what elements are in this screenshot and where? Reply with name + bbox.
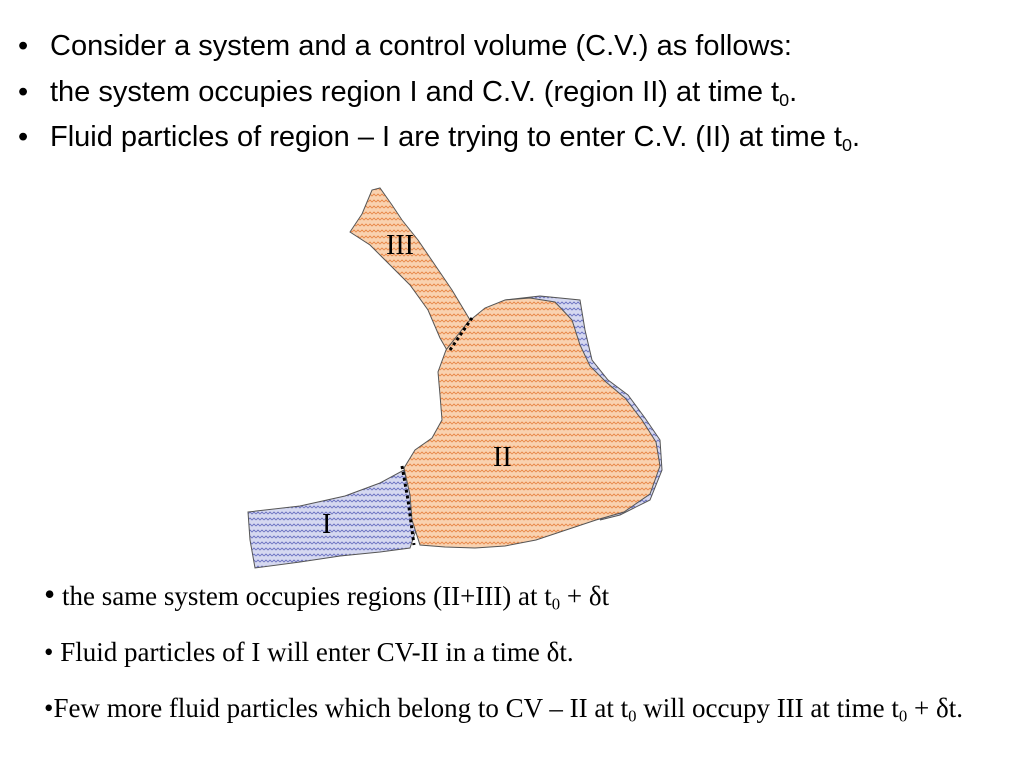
region-3-shape (349, 187, 476, 353)
bullet-marker: • (18, 30, 29, 62)
bullet-text: Fluid particles of I will enter CV-II in… (53, 637, 574, 667)
bullet-text-end: + δt (560, 581, 610, 611)
bullet-text-end: + δt. (907, 693, 963, 723)
region-2-shape (403, 297, 661, 549)
subscript: 0 (551, 594, 561, 614)
subscript: 0 (841, 135, 852, 156)
subscript: 0 (898, 706, 908, 726)
bullet-text: the same system occupies regions (II+III… (55, 581, 552, 611)
bullet-marker: • (44, 693, 54, 723)
top-bullet-list: • Consider a system and a control volume… (16, 26, 1006, 162)
subscript: 0 (628, 706, 637, 726)
bottom-bullet-2: • Fluid particles of I will enter CV-II … (44, 636, 1004, 668)
bullet-marker: • (44, 637, 54, 667)
bullet-text: Consider a system and a control volume (… (50, 30, 792, 62)
bullet-item: • Fluid particles of region – I are tryi… (16, 118, 1006, 156)
region-1-label: I (322, 509, 331, 540)
bottom-bullet-3: •Few more fluid particles which belong t… (44, 692, 1004, 726)
region-2-label: II (493, 442, 512, 473)
bullet-text: Few more fluid particles which belong to… (53, 693, 629, 723)
bullet-item: • the system occupies region I and C.V. … (16, 72, 1006, 112)
bullet-item: • Consider a system and a control volume… (16, 26, 1006, 66)
region-3-label: III (386, 230, 414, 261)
bullet-marker: • (18, 121, 29, 153)
boundary-1-2-dotted (400, 465, 416, 546)
bottom-bullet-1: • the same system occupies regions (II+I… (44, 576, 1004, 614)
bullet-text: the system occupies region I and C.V. (r… (50, 76, 780, 108)
bullet-text-end: . (789, 76, 798, 108)
boundary-2-3-dotted (448, 317, 474, 351)
bullet-marker: • (18, 76, 29, 108)
region-1-shape (247, 469, 417, 569)
bullet-text-mid: will occupy III at time t (636, 693, 899, 723)
bullet-text-end: . (851, 121, 860, 153)
bullet-marker: • (44, 576, 56, 612)
bullet-text: Fluid particles of region – I are trying… (50, 121, 842, 153)
subscript: 0 (779, 90, 790, 111)
control-volume-edge (504, 295, 663, 521)
